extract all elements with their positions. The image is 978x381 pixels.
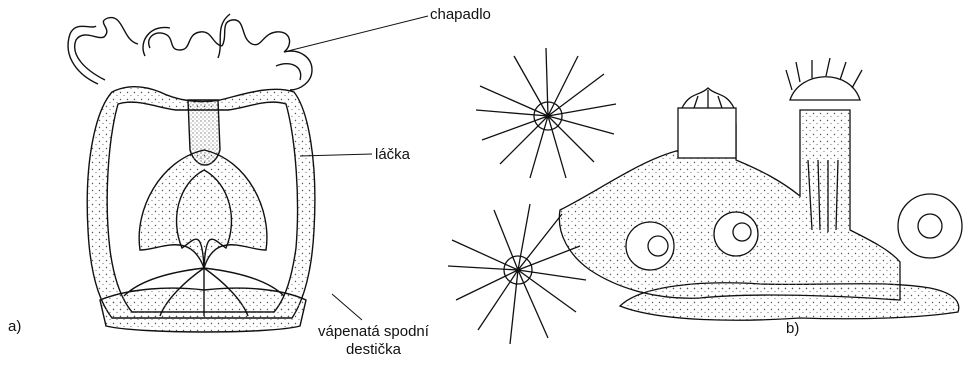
basal-plate-label: vápenatá spodní destička: [318, 323, 429, 359]
basal-plate-leader: [332, 294, 362, 320]
panel-b-label: b): [786, 320, 799, 338]
coral-colony: [448, 48, 962, 344]
tentacles: [68, 14, 312, 90]
basal-plate-label-line2: destička: [318, 341, 429, 359]
cavity-label: láčka: [375, 146, 410, 164]
polyp-diagram: [68, 14, 428, 332]
closed-polyp: [678, 88, 736, 158]
tentacle-label: chapadlo: [430, 6, 491, 24]
tentacle-leader: [284, 16, 428, 52]
expanded-polyp-top: [476, 48, 616, 178]
basal-plate-label-line1: vápenatá spodní: [318, 323, 429, 341]
panel-a-label: a): [8, 318, 21, 336]
basal-plate: [100, 288, 306, 332]
